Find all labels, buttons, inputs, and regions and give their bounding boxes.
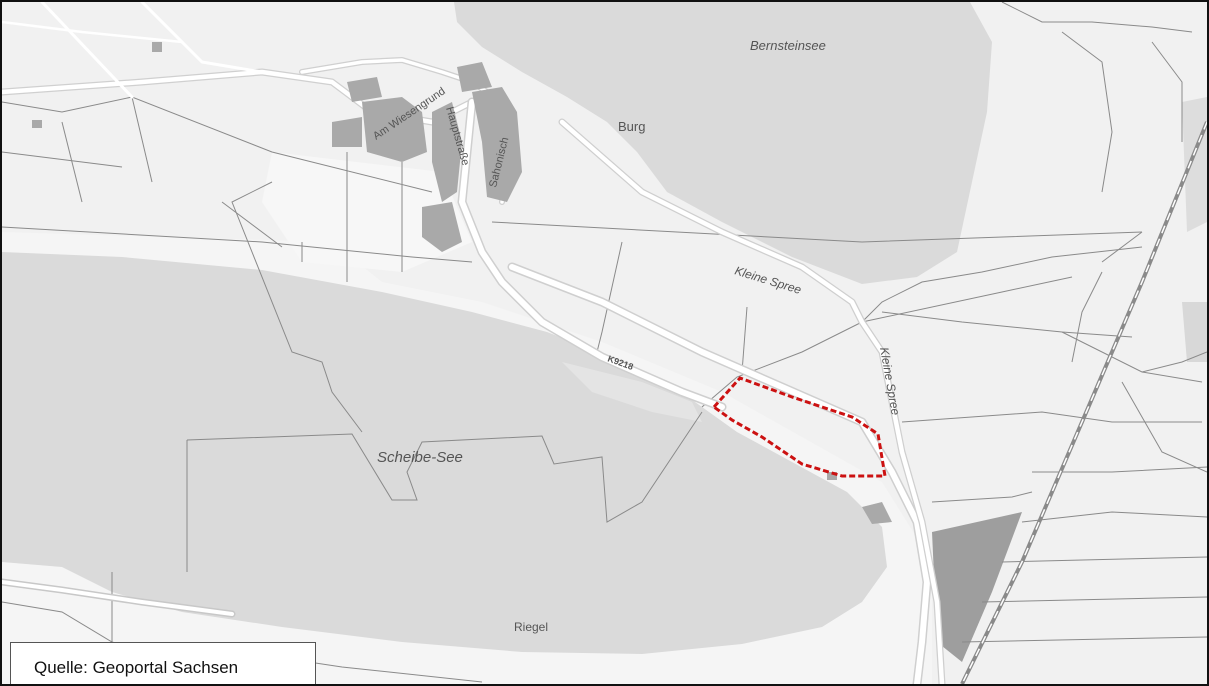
source-attribution-text: Quelle: Geoportal Sachsen: [34, 658, 239, 677]
road-network: [2, 2, 946, 684]
lake-bernsteinsee: [454, 2, 992, 284]
label-scheibe-see: Scheibe-See: [377, 449, 463, 466]
railway: [960, 121, 1207, 684]
label-riegel: Riegel: [514, 620, 548, 634]
label-burg: Burg: [618, 119, 645, 134]
lake-scheibe-see: [2, 252, 887, 654]
land-patch-east: [1182, 97, 1207, 232]
land-patch-east-2: [1182, 302, 1207, 362]
village-buildings: [32, 42, 892, 524]
industrial-area: [932, 512, 1022, 662]
label-bernsteinsee: Bernsteinsee: [750, 38, 826, 53]
marked-project-area[interactable]: [711, 376, 887, 478]
lake-shallow-area: [562, 362, 702, 422]
land-patch-village: [262, 152, 472, 272]
source-attribution-box: Quelle: Geoportal Sachsen: [10, 642, 316, 684]
